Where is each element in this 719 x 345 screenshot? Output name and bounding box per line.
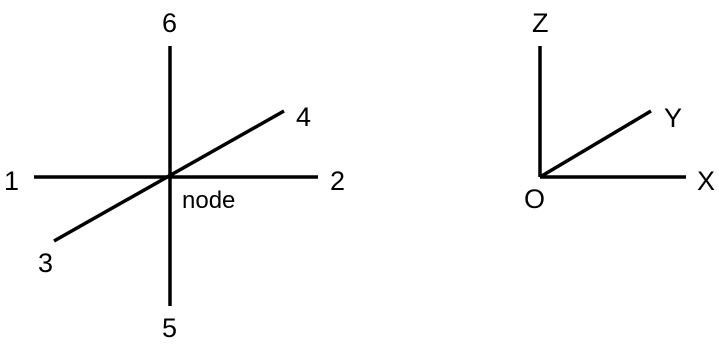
axis-label-z: Z bbox=[532, 8, 549, 38]
node-label: node bbox=[182, 187, 235, 214]
y-axis bbox=[539, 109, 652, 179]
direction-label-3: 3 bbox=[38, 248, 53, 278]
axis-label-x: X bbox=[697, 166, 715, 196]
direction-label-2: 2 bbox=[330, 166, 345, 196]
axes-diagram: Z X Y O bbox=[524, 8, 715, 214]
edge-3-4 bbox=[53, 109, 285, 243]
node-diagram: 1 2 3 4 5 6 node bbox=[4, 8, 345, 343]
origin-label: O bbox=[524, 184, 545, 214]
direction-label-1: 1 bbox=[4, 166, 19, 196]
direction-label-5: 5 bbox=[162, 313, 177, 343]
direction-label-4: 4 bbox=[296, 102, 311, 132]
axis-label-y: Y bbox=[664, 103, 682, 133]
direction-label-6: 6 bbox=[162, 8, 177, 38]
